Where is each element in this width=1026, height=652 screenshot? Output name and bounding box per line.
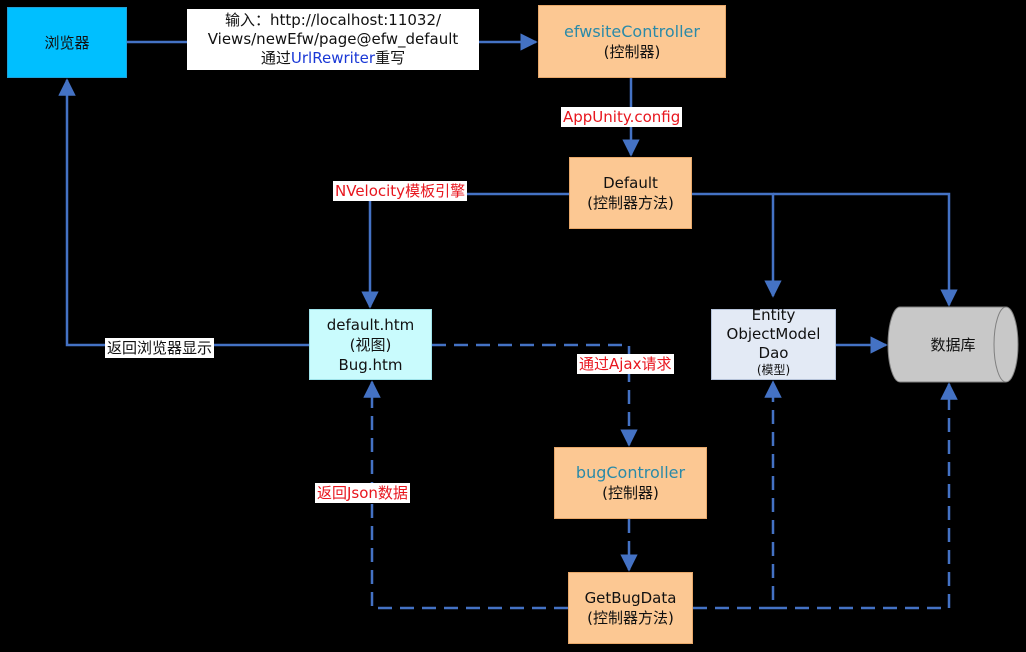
label-request-suffix: 重写 — [375, 49, 406, 67]
bug-controller-subtitle: (控制器) — [602, 484, 659, 502]
getbugdata-title: GetBugData — [584, 589, 677, 607]
edge-view-to-browser — [58, 78, 309, 347]
label-urlrewriter: UrlRewriter — [290, 49, 376, 67]
database-label: 数据库 — [930, 335, 976, 354]
label-nvelocity: NVelocity模板引擎 — [333, 181, 468, 201]
node-bug-controller: bugController (控制器) — [554, 447, 707, 519]
default-method-title: Default — [603, 174, 658, 192]
edge-default-to-database — [773, 192, 958, 307]
view-line1: default.htm — [326, 315, 415, 334]
node-database: 数据库 — [888, 307, 1018, 382]
label-request-line1: 输入：http://localhost:11032/ — [224, 11, 442, 29]
label-request-line3: 通过UrlRewriter重写 — [187, 49, 479, 68]
default-method-subtitle: (控制器方法) — [587, 194, 674, 212]
label-request-url: 输入：http://localhost:11032/ Views/newEfw/… — [187, 9, 479, 70]
node-model: Entity ObjectModel Dao (模型) — [711, 306, 836, 380]
edge-default-to-view — [361, 192, 569, 309]
model-line1: Entity — [751, 306, 796, 324]
label-request-prefix: 通过 — [260, 49, 291, 67]
view-line3: Bug.htm — [338, 355, 403, 374]
model-line2: ObjectModel — [726, 325, 821, 343]
getbugdata-subtitle: (控制器方法) — [587, 609, 674, 627]
label-appunity-config: AppUnity.config — [561, 107, 683, 127]
node-getbugdata-method: GetBugData (控制器方法) — [568, 572, 693, 644]
node-view: default.htm (视图) Bug.htm — [309, 309, 432, 380]
view-line2: (视图) — [349, 335, 392, 354]
efwsite-controller-title: efwsiteController — [564, 21, 700, 41]
label-request-line2: Views/newEfw/page@efw_default — [207, 30, 459, 48]
label-return-json: 返回Json数据 — [315, 483, 410, 503]
bug-controller-title: bugController — [575, 463, 686, 482]
edge-default-to-model — [692, 192, 782, 298]
node-efwsite-controller: efwsiteController (控制器) — [538, 5, 726, 78]
database-shape — [887, 306, 1019, 383]
model-line3: Dao — [758, 344, 789, 362]
label-ajax-request: 通过Ajax请求 — [577, 354, 674, 374]
edge-getbugdata-to-database — [773, 382, 958, 610]
node-default-method: Default (控制器方法) — [569, 157, 692, 229]
efwsite-controller-subtitle: (控制器) — [603, 42, 661, 61]
model-line4: (模型) — [756, 363, 791, 377]
label-return-browser: 返回浏览器显示 — [105, 338, 215, 358]
node-browser: 浏览器 — [7, 7, 127, 78]
browser-label: 浏览器 — [44, 33, 90, 52]
